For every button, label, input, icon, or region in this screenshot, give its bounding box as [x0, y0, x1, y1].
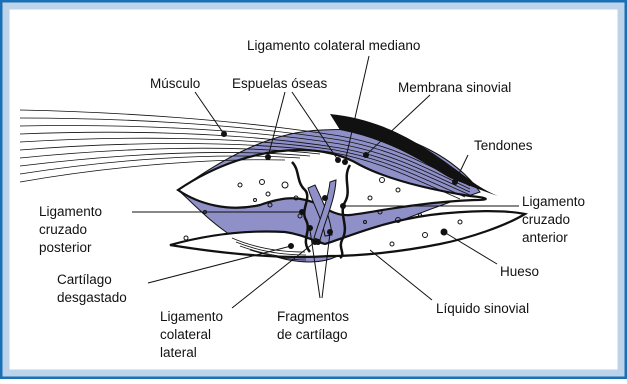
label-bone: Hueso: [500, 264, 539, 279]
label-cartilage-fragments-2: de cartílago: [277, 327, 348, 342]
label-lateral-ligament-1: Ligamento: [160, 309, 223, 324]
label-synovial-membrane: Membrana sinovial: [398, 80, 511, 95]
joint-illustration: [20, 110, 525, 262]
label-posterior-cruciate-3: posterior: [39, 240, 92, 255]
label-synovial-fluid: Líquido sinovial: [436, 301, 529, 316]
label-posterior-cruciate-2: cruzado: [39, 222, 87, 237]
label-bone-spurs: Espuelas óseas: [232, 76, 328, 91]
leader-muscle: [195, 92, 224, 134]
label-lateral-ligament-3: lateral: [160, 345, 197, 360]
label-anterior-cruciate-3: anterior: [522, 230, 568, 245]
label-anterior-cruciate-1: Ligamento: [522, 194, 585, 209]
label-tendons: Tendones: [474, 138, 533, 153]
label-medial-ligament: Ligamento colateral mediano: [247, 38, 420, 53]
label-cartilage-fragments-1: Fragmentos: [277, 309, 349, 324]
label-worn-cartilage-2: desgastado: [57, 290, 127, 305]
label-anterior-cruciate-2: cruzado: [522, 212, 570, 227]
label-lateral-ligament-2: colateral: [160, 327, 211, 342]
label-worn-cartilage-1: Cartílago: [57, 272, 112, 287]
label-posterior-cruciate-1: Ligamento: [39, 204, 102, 219]
label-muscle: Músculo: [150, 76, 200, 91]
leader-synovial-fluid: [370, 250, 432, 300]
